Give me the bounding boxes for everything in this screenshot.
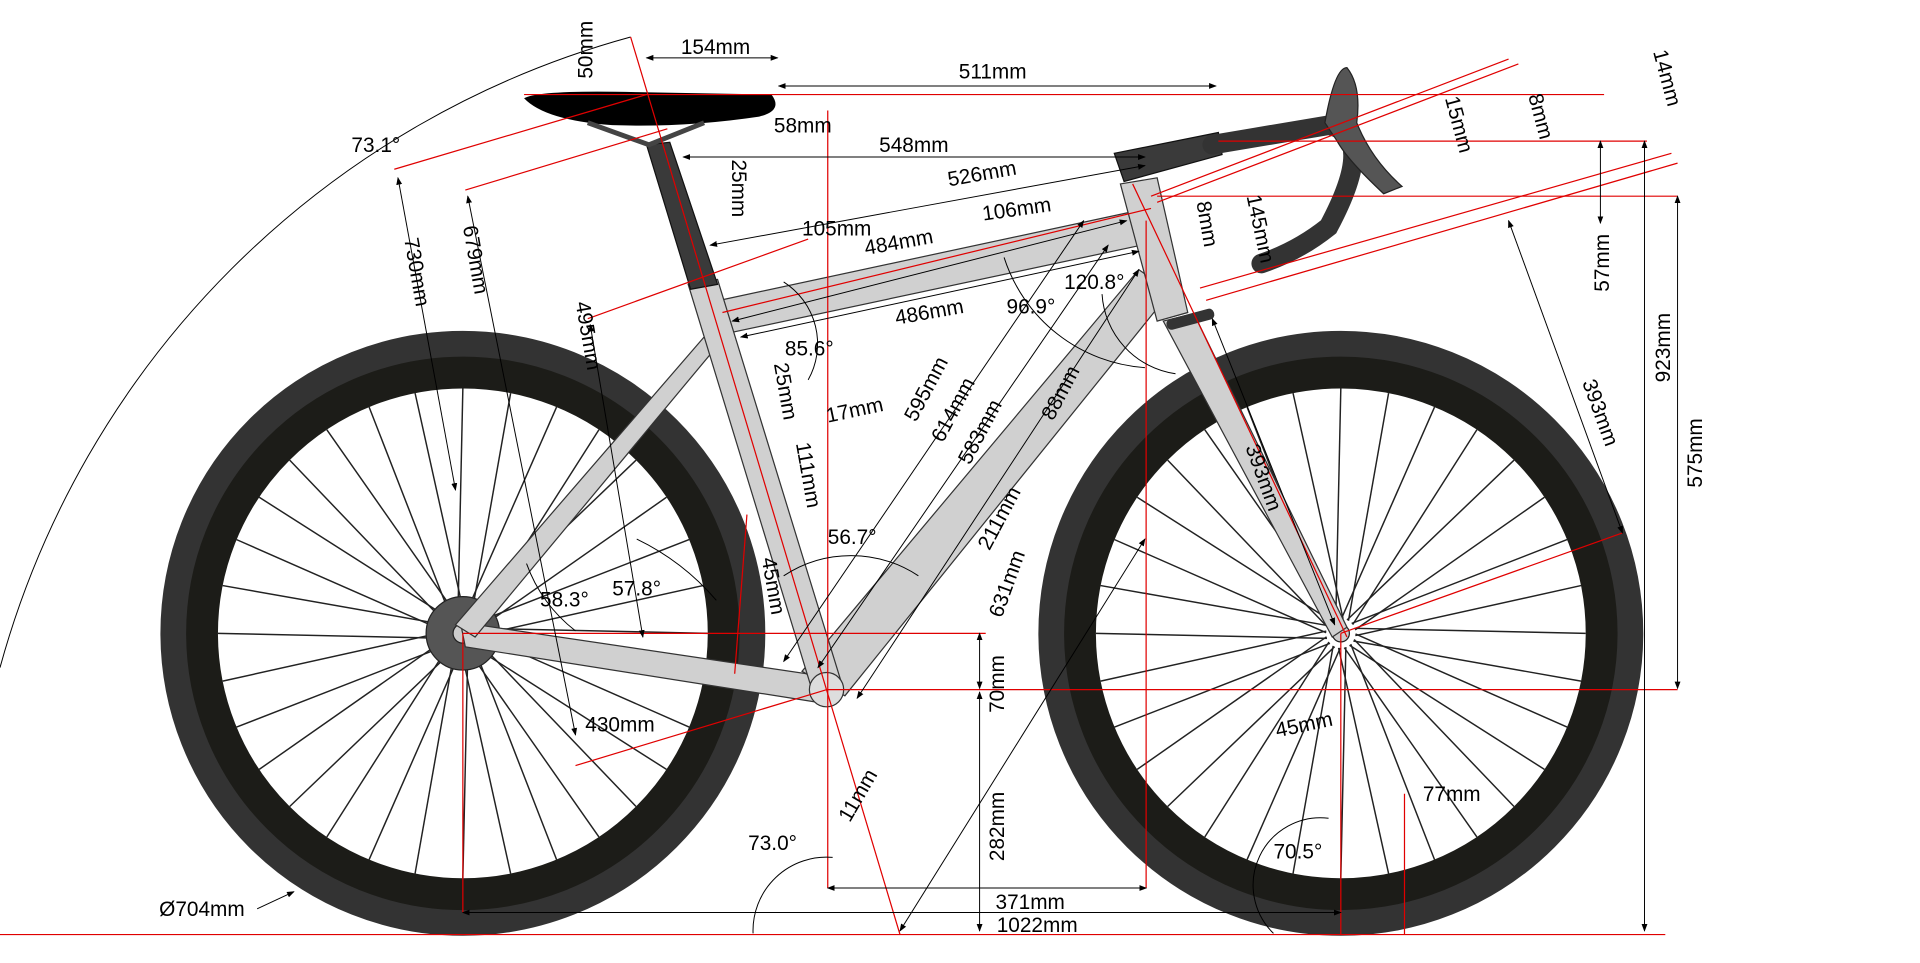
spoke — [1340, 647, 1347, 879]
spoke — [457, 388, 464, 620]
label-73-1: 73.1° — [351, 134, 400, 157]
spoke — [1354, 496, 1545, 631]
saddle-rails — [586, 120, 705, 148]
spoke — [1340, 406, 1436, 619]
label-50mm: 50mm — [575, 21, 598, 79]
label-77mm: 77mm — [1423, 783, 1481, 806]
brake-hood — [1324, 67, 1404, 195]
label-371mm: 371mm — [996, 891, 1065, 914]
spoke — [1337, 647, 1390, 874]
label-430mm: 430mm — [585, 713, 654, 736]
spoke — [217, 632, 450, 640]
spoke — [222, 584, 451, 627]
label-923mm: 923mm — [1652, 313, 1675, 382]
spoke — [258, 636, 450, 770]
spoke — [289, 459, 451, 628]
spoke — [289, 646, 458, 808]
label-1022mm: 1022mm — [997, 914, 1078, 937]
label-631mm: 631mm — [985, 547, 1030, 620]
label-25mm-mid: 25mm — [769, 361, 802, 422]
spoke — [1100, 630, 1327, 682]
spoke — [472, 643, 558, 860]
label-548mm: 548mm — [879, 134, 948, 157]
spoke — [1347, 393, 1390, 621]
spoke — [1095, 632, 1328, 640]
label-14mm: 14mm — [1648, 47, 1685, 109]
spoke — [1350, 643, 1436, 860]
label-70mm: 70mm — [986, 655, 1009, 713]
label-17mm: 17mm — [824, 393, 885, 428]
spoke — [1351, 538, 1568, 625]
spoke — [1346, 459, 1515, 621]
spoke — [414, 645, 456, 874]
chainstay — [459, 621, 824, 704]
label-45mm-fork: 45mm — [1273, 708, 1334, 743]
label-106mm: 106mm — [981, 193, 1053, 225]
spoke — [462, 647, 469, 879]
label-57mm: 57mm — [1591, 234, 1614, 292]
label-511mm: 511mm — [959, 61, 1027, 84]
spoke — [236, 538, 449, 634]
label-282mm: 282mm — [986, 792, 1009, 861]
label-11mm: 11mm — [834, 765, 882, 825]
spoke — [1204, 641, 1330, 838]
dimension-labels: 50mm 154mm 511mm 58mm 73.1° 548mm 526mm … — [159, 21, 1707, 937]
spoke — [459, 647, 512, 874]
spoke — [465, 647, 600, 838]
saddle — [524, 91, 776, 126]
spoke — [1352, 429, 1478, 626]
label-56-7: 56.7° — [828, 526, 877, 549]
label-58-3: 58.3° — [540, 588, 589, 611]
label-526mm: 526mm — [946, 157, 1018, 192]
spoke — [1114, 642, 1331, 728]
seat-angle-arc — [0, 36, 631, 668]
spoke — [368, 406, 454, 623]
label-575mm: 575mm — [1684, 418, 1707, 487]
spoke — [326, 641, 452, 838]
label-120-8: 120.8° — [1064, 271, 1124, 294]
spoke — [258, 496, 455, 623]
label-8mm-stem: 8mm — [1523, 91, 1557, 142]
seatpost — [645, 141, 719, 290]
label-57-8: 57.8° — [612, 577, 661, 600]
label-70-5: 70.5° — [1273, 841, 1322, 864]
spoke — [236, 642, 453, 728]
spoke — [1349, 644, 1545, 771]
label-25mm-top: 25mm — [727, 159, 750, 217]
label-85-6: 85.6° — [785, 337, 834, 360]
spoke — [368, 647, 463, 860]
label-105mm: 105mm — [802, 217, 871, 240]
dimension-lines — [256, 54, 1681, 934]
label-679mm: 679mm — [458, 224, 493, 296]
label-730mm: 730mm — [399, 236, 434, 308]
spoke — [326, 429, 460, 620]
label-111mm: 111mm — [791, 440, 825, 509]
spoke — [1353, 639, 1515, 808]
label-393mm-right: 393mm — [1577, 376, 1622, 449]
spoke — [222, 630, 449, 682]
label-58mm: 58mm — [774, 115, 832, 138]
label-wheel-diameter: Ø704mm — [159, 898, 245, 921]
label-15mm: 15mm — [1440, 94, 1477, 156]
label-8mm-head: 8mm — [1191, 199, 1222, 249]
spoke — [1355, 633, 1568, 728]
spoke — [1167, 646, 1336, 808]
label-154mm: 154mm — [681, 36, 750, 59]
spoke — [1136, 636, 1327, 770]
label-96-9: 96.9° — [1007, 296, 1056, 319]
spoke — [1335, 388, 1342, 620]
spoke — [1292, 645, 1334, 874]
spoke — [1354, 627, 1586, 635]
label-486mm: 486mm — [893, 295, 965, 330]
spoke — [1353, 640, 1582, 682]
headset-spacer — [1166, 308, 1215, 330]
label-145mm: 145mm — [1242, 192, 1279, 265]
spoke — [1246, 647, 1341, 860]
spoke — [1355, 584, 1582, 637]
spoke — [414, 392, 466, 619]
spoke — [1343, 647, 1478, 838]
label-484mm: 484mm — [863, 225, 935, 260]
label-73-0: 73.0° — [748, 832, 797, 855]
